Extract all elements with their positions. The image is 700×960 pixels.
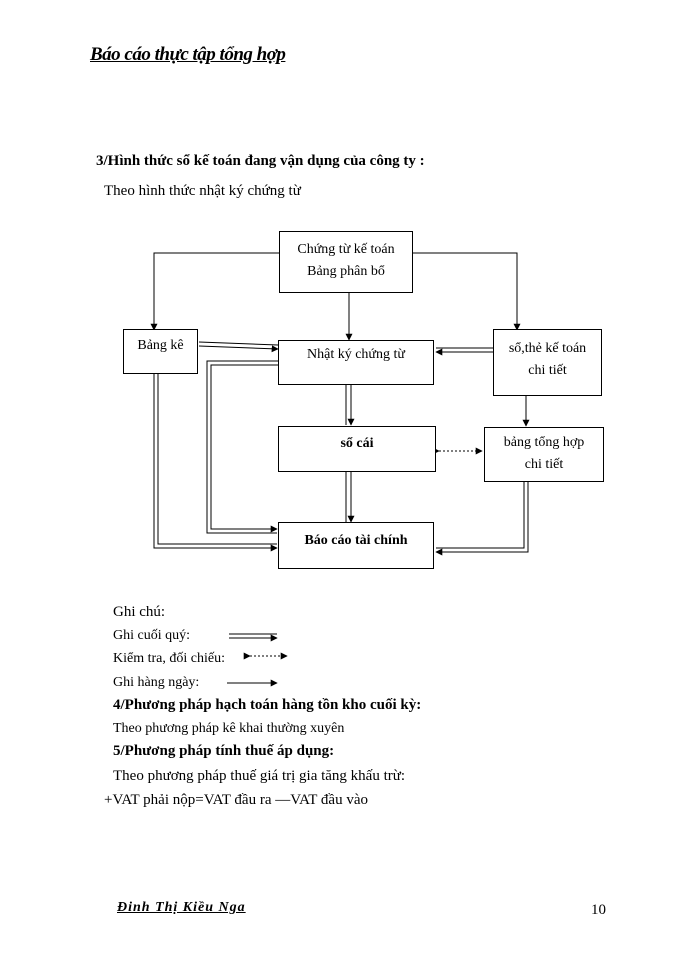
box-chung-tu: Chứng từ kế toán Bảng phân bổ <box>279 231 413 293</box>
arrow-tonghop-baocao-a <box>436 482 525 549</box>
box-chung-tu-line2: Bảng phân bổ <box>307 264 385 279</box>
arrow-bangke-nhatky-b <box>198 345 279 353</box>
box-bao-cao: Báo cáo tài chính <box>278 522 434 569</box>
footer-author: Đinh Thị Kiều Nga <box>117 900 246 915</box>
section5-formula: +VAT phải nộp=VAT đầu ra —VAT đầu vào <box>104 792 369 808</box>
box-bang-ke-label: Bảng kê <box>137 338 184 353</box>
section5-heading: 5/Phương pháp tính thuế áp dụng: <box>113 743 335 759</box>
arrow-chungtu-sothe <box>413 252 521 331</box>
box-so-cai-label: sổ cái <box>340 436 374 451</box>
box-nhat-ky: Nhật ký chứng từ <box>278 340 434 385</box>
arrow-bangke-baocao-b <box>157 374 277 545</box>
arrow-bangke-baocao-a <box>153 374 278 552</box>
arrow-chungtu-bangke <box>150 252 280 331</box>
box-bang-tong-hop: bảng tổng hợp chi tiết <box>484 427 604 482</box>
legend-kiem-tra: Kiểm tra, đối chiếu: <box>113 651 225 666</box>
legend-title: Ghi chú: <box>113 604 166 620</box>
section3-heading: 3/Hình thức sổ kế toán đang vận dụng của… <box>96 153 425 169</box>
box-bang-tong-hop-line2: chi tiết <box>524 457 564 472</box>
legend-cuoi-quy: Ghi cuối quý: <box>113 628 190 643</box>
section3-subtitle: Theo hình thức nhật ký chứng từ <box>104 183 301 199</box>
box-so-the-line2: chi tiết <box>528 363 567 378</box>
box-nhat-ky-label: Nhật ký chứng từ <box>307 347 405 362</box>
legend-hang-ngay: Ghi hàng ngày: <box>113 675 200 690</box>
box-bang-ke: Bảng kê <box>123 329 198 374</box>
box-chung-tu-line1: Chứng từ kế toán <box>297 242 395 257</box>
section5-text: Theo phương pháp thuế giá trị gia tăng k… <box>113 768 406 784</box>
box-so-cai: sổ cái <box>278 426 436 472</box>
page-number: 10 <box>591 902 606 918</box>
arrow-tonghop-baocao-b <box>435 482 529 556</box>
arrow-bangke-nhatky-a <box>198 341 279 346</box>
box-bao-cao-label: Báo cáo tài chính <box>304 533 408 548</box>
section4-text: Theo phương pháp kê khai thường xuyên <box>113 721 345 736</box>
page-header: Báo cáo thực tập tổng hợp <box>90 44 286 65</box>
arrow-nhatky-baocao-a <box>206 360 278 534</box>
section4-heading: 4/Phương pháp hạch toán hàng tồn kho cuố… <box>113 697 422 713</box>
arrow-nhatky-baocao-b <box>210 364 278 533</box>
box-so-the: sổ,thẻ kế toán chi tiết <box>493 329 602 396</box>
box-so-the-line1: sổ,thẻ kế toán <box>508 341 587 356</box>
box-bang-tong-hop-line1: bảng tổng hợp <box>503 435 585 450</box>
